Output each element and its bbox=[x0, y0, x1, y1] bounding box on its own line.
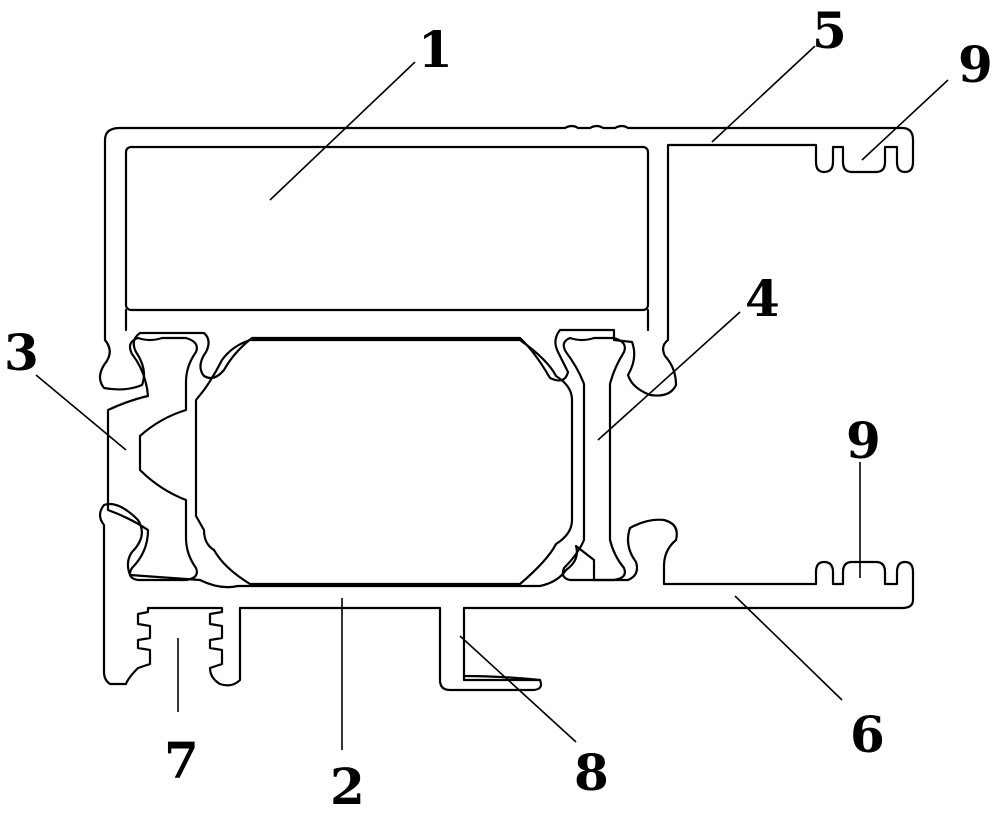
upper-profile-outline bbox=[100, 126, 913, 396]
insulating-strip-3 bbox=[108, 338, 197, 580]
callout-5: 5 bbox=[812, 1, 847, 60]
callout-1: 1 bbox=[418, 20, 453, 79]
callout-6: 6 bbox=[850, 705, 885, 764]
leader-1 bbox=[270, 62, 415, 200]
callout-9-bottom: 9 bbox=[846, 411, 881, 470]
callout-7: 7 bbox=[164, 731, 199, 790]
callout-9-top: 9 bbox=[958, 35, 993, 94]
leader-6 bbox=[735, 596, 842, 700]
lower-profile-outline bbox=[100, 504, 913, 690]
callout-4: 4 bbox=[745, 269, 780, 328]
upper-right-wall bbox=[126, 310, 648, 330]
callout-8: 8 bbox=[574, 743, 609, 802]
leader-3 bbox=[36, 375, 126, 450]
callout-3: 3 bbox=[4, 323, 39, 382]
chamber-1-outline bbox=[126, 147, 648, 310]
leader-9-top bbox=[862, 80, 948, 160]
middle-cavity-outline bbox=[196, 340, 572, 584]
callout-2: 2 bbox=[330, 757, 365, 814]
